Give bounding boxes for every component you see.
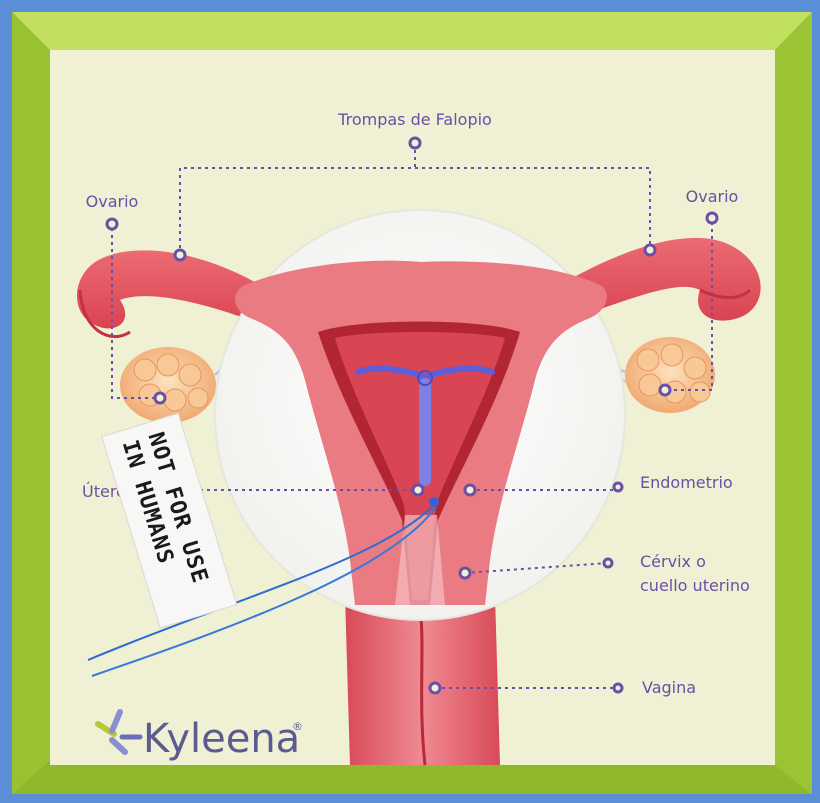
label-fallopian-tubes: Trompas de Falopio	[337, 110, 492, 129]
ovary-right	[625, 337, 715, 413]
label-endometrium: Endometrio	[640, 473, 733, 492]
brand-name: Kyleena	[143, 716, 300, 762]
ovary-left	[120, 347, 216, 423]
label-cervix-line1: Cérvix o	[640, 552, 706, 571]
label-ovary-right: Ovario	[686, 187, 739, 206]
label-cervix-line2: cuello uterino	[640, 576, 750, 595]
brand-registered-mark: ®	[292, 720, 303, 733]
label-ovary-left: Ovario	[86, 192, 139, 211]
label-vagina: Vagina	[642, 678, 696, 697]
